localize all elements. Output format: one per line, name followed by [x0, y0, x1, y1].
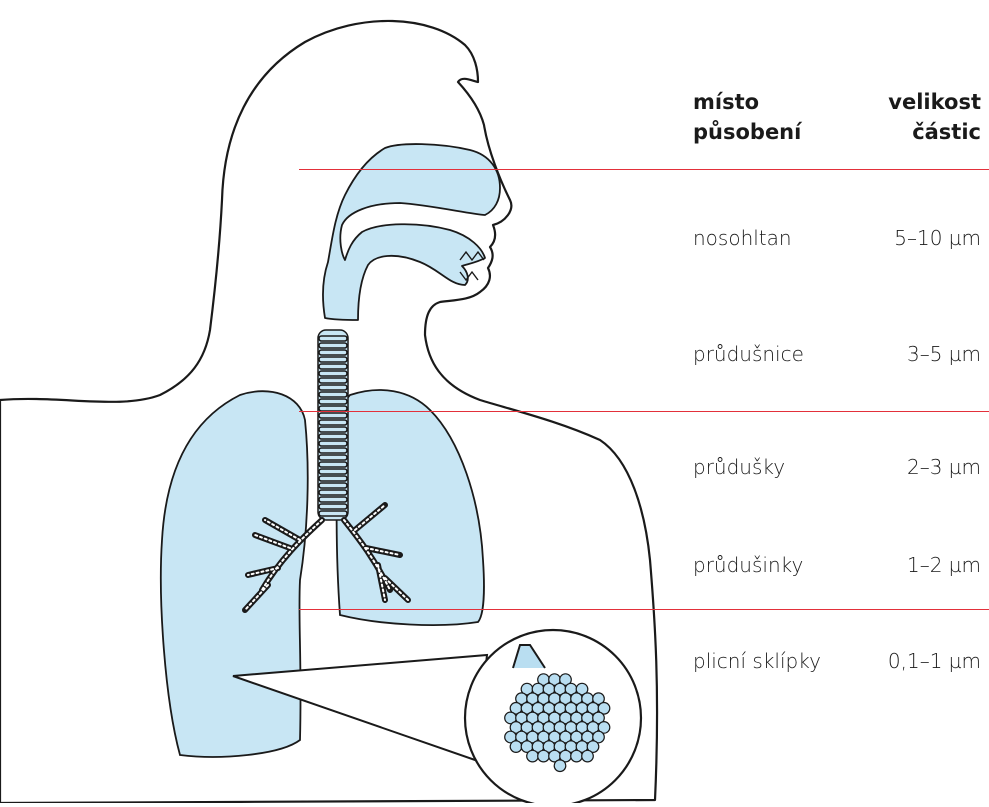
- header-size-line2: částic: [888, 117, 981, 147]
- table-row: nosohltan 5–10 µm: [693, 226, 981, 256]
- row-place: průdušnice: [693, 342, 804, 366]
- table-row: průdušinky 1–2 µm: [693, 553, 981, 583]
- row-size: 1–2 µm: [907, 553, 981, 577]
- alveolus: [527, 750, 539, 762]
- row-size: 2–3 µm: [907, 455, 981, 479]
- alveolus: [571, 750, 583, 762]
- separator-bronchi: [299, 411, 989, 412]
- table-row: plicní sklípky 0,1–1 µm: [693, 649, 981, 679]
- table-row: průdušky 2–3 µm: [693, 455, 981, 485]
- row-place: nosohltan: [693, 226, 792, 250]
- column-header-place: místo působení: [693, 87, 801, 147]
- separator-nasopharynx: [299, 169, 989, 170]
- table-row: průdušnice 3–5 µm: [693, 342, 981, 372]
- header-size-line1: velikost: [888, 87, 981, 117]
- trachea: [318, 330, 348, 520]
- separator-alveoli: [299, 609, 989, 610]
- alveolus: [538, 750, 550, 762]
- row-place: průdušky: [693, 455, 785, 479]
- row-place: plicní sklípky: [693, 649, 821, 673]
- alveolus: [510, 741, 522, 753]
- header-place-line1: místo: [693, 87, 801, 117]
- alveolus: [554, 760, 566, 772]
- row-size: 5–10 µm: [894, 226, 981, 250]
- column-header-size: velikost částic: [888, 87, 981, 147]
- row-size: 0,1–1 µm: [888, 649, 981, 673]
- row-place: průdušinky: [693, 553, 803, 577]
- header-place-line2: působení: [693, 117, 801, 147]
- row-size: 3–5 µm: [907, 342, 981, 366]
- alveolus: [582, 750, 594, 762]
